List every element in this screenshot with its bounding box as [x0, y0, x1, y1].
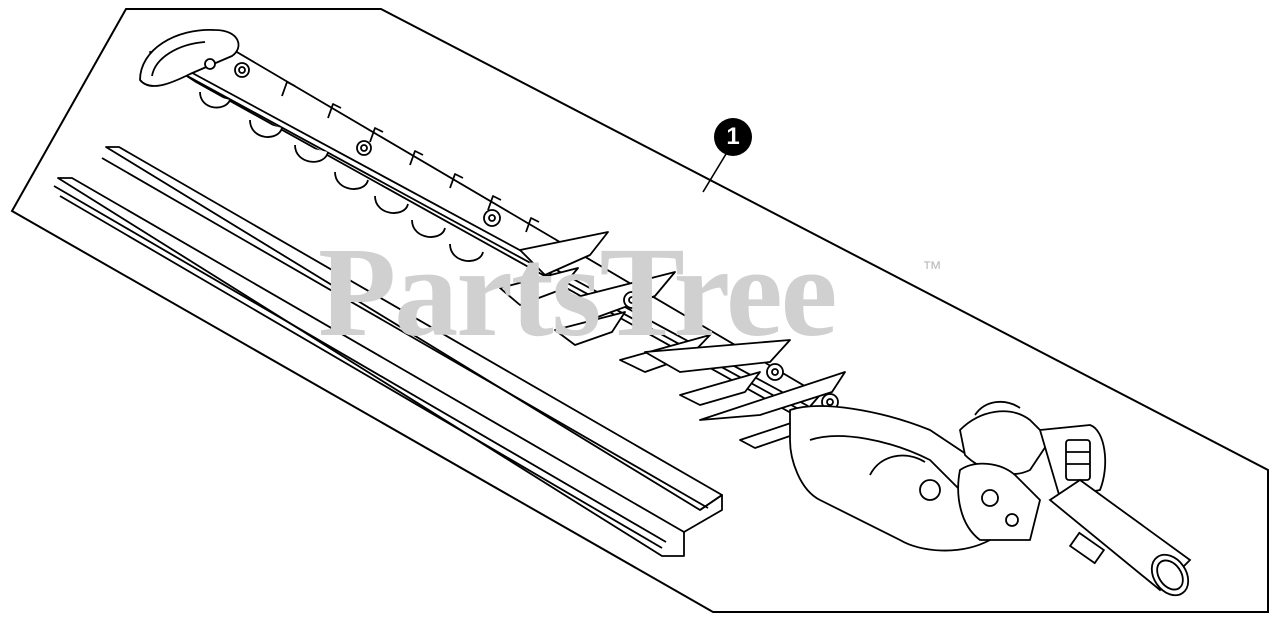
hedge-trimmer-blade-assembly-icon — [139, 29, 846, 449]
watermark-text: PartsTree — [318, 221, 837, 363]
shaft-tube-icon — [1048, 478, 1192, 597]
blade-cover-sheath-icon — [53, 146, 723, 557]
callout-1[interactable]: 1 — [714, 118, 752, 156]
diagram-frame — [10, 8, 1269, 613]
gearbox-icon — [789, 400, 1107, 552]
watermark-trademark: ™ — [922, 258, 942, 280]
callout-leader-line — [702, 153, 727, 193]
